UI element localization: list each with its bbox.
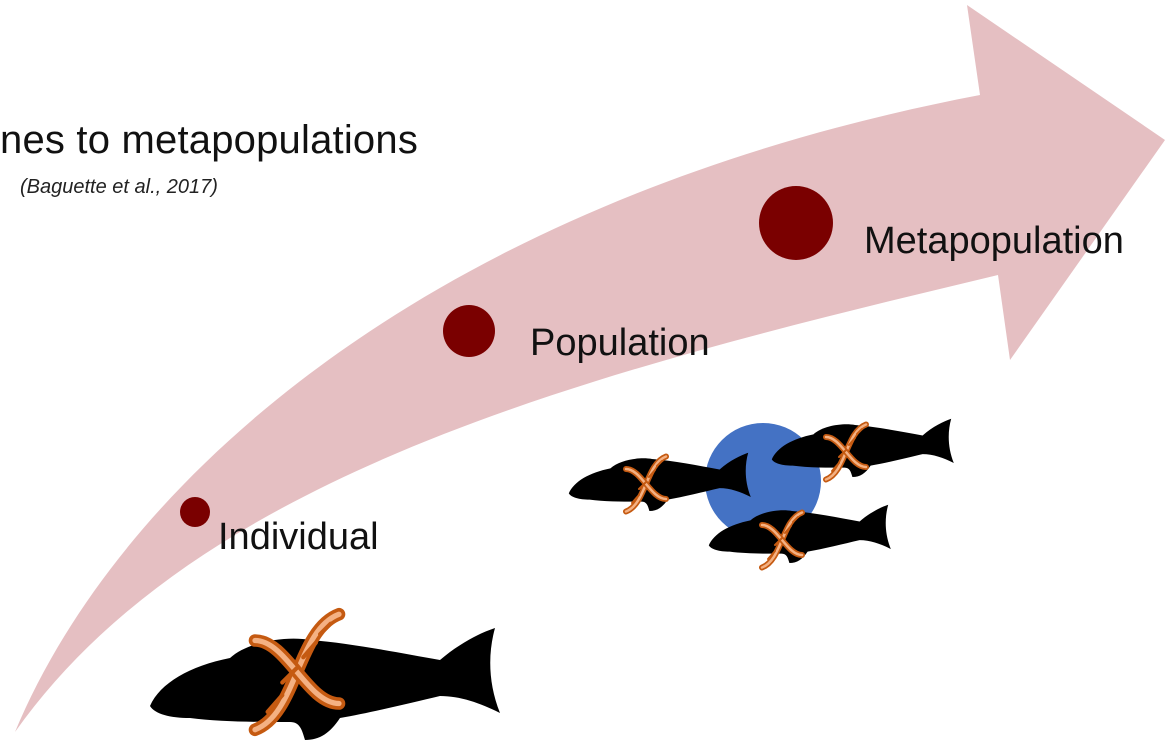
metapopulation-node — [759, 186, 833, 260]
label-population: Population — [530, 322, 710, 365]
label-metapopulation: Metapopulation — [864, 220, 1124, 263]
individual-fish-icon — [150, 628, 500, 740]
citation: (Baguette et al., 2017) — [20, 176, 218, 199]
individual-node — [180, 497, 210, 527]
slide-title: nes to metapopulations — [0, 118, 418, 163]
population-node — [443, 305, 495, 357]
progression-arrow — [15, 5, 1165, 732]
label-individual: Individual — [218, 516, 379, 559]
